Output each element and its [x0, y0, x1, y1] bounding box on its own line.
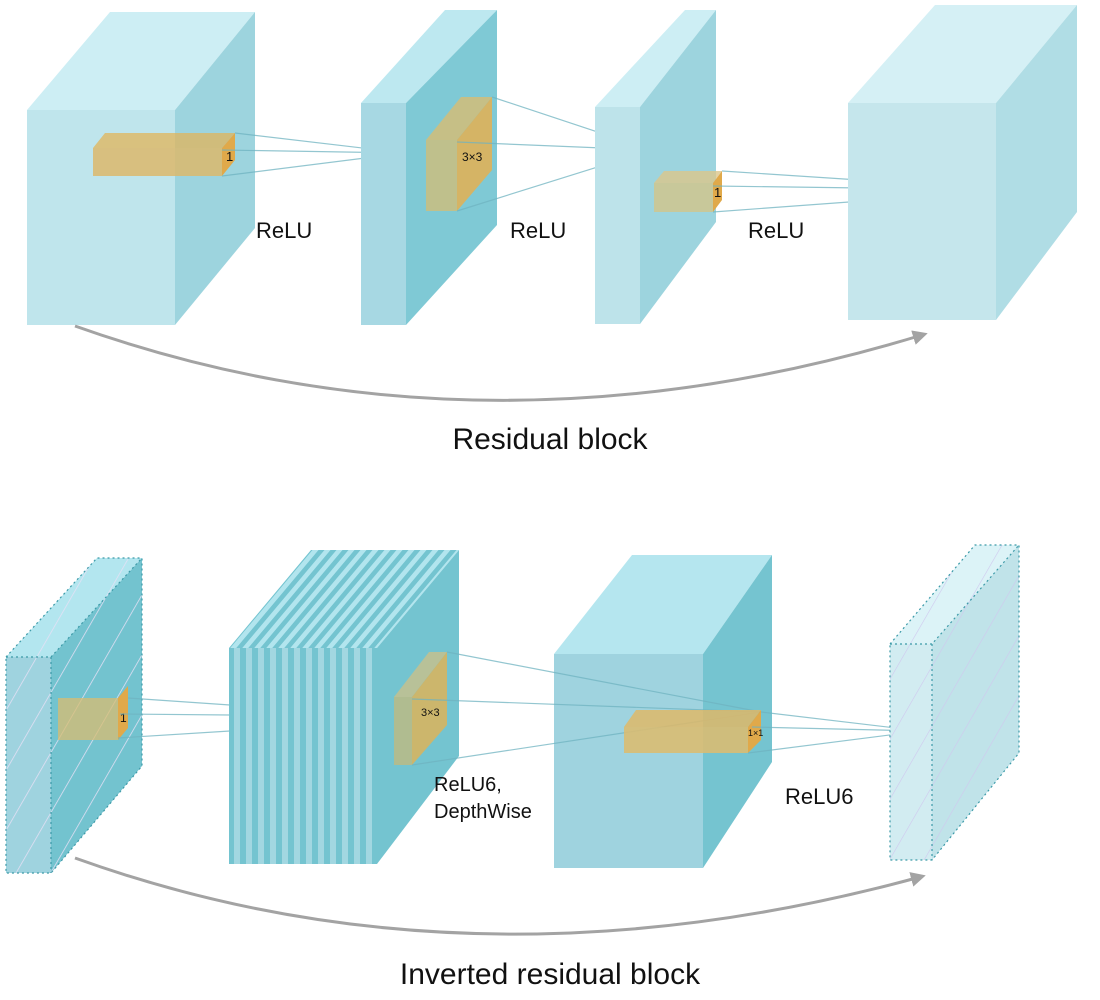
block-projection: [554, 555, 772, 868]
kernel-1x1-a: 1: [93, 133, 235, 176]
activation-label: ReLU6: [785, 784, 853, 809]
kernel-1x1-c: 1: [58, 686, 128, 740]
kernel-label: 1: [714, 185, 721, 200]
kernel-label: 1×1: [748, 728, 763, 738]
activation-label: DepthWise: [434, 801, 532, 823]
activation-label: ReLU: [748, 218, 804, 243]
activation-label: ReLU: [256, 218, 312, 243]
kernel-label: 3×3: [421, 707, 440, 719]
kernel-label: 3×3: [462, 150, 483, 164]
kernel-label: 1: [120, 711, 127, 725]
skip-connection-arrow: [74, 324, 928, 402]
kernel-3x3-b: 3×3: [394, 652, 447, 765]
block-output-thin: [889, 544, 1020, 861]
inverted-residual-block-title: Inverted residual block: [400, 958, 701, 991]
block-bottleneck-1: [361, 10, 497, 325]
kernel-label: 1: [226, 149, 233, 164]
skip-connection-arrow: [74, 856, 926, 936]
activation-label: ReLU6,: [434, 774, 502, 796]
residual-block-title: Residual block: [452, 423, 648, 456]
residual-block: 1 3×3 1: [27, 5, 1077, 456]
kernel-1x1-b: 1: [654, 171, 722, 212]
block-bottleneck-2: [595, 10, 716, 324]
kernel-1x1-d: 1×1: [624, 710, 763, 753]
activation-label: ReLU: [510, 218, 566, 243]
block-output: [848, 5, 1077, 320]
kernel-3x3-a: 3×3: [426, 97, 492, 211]
inverted-residual-block: 1 3×3 1×1: [5, 544, 1020, 991]
